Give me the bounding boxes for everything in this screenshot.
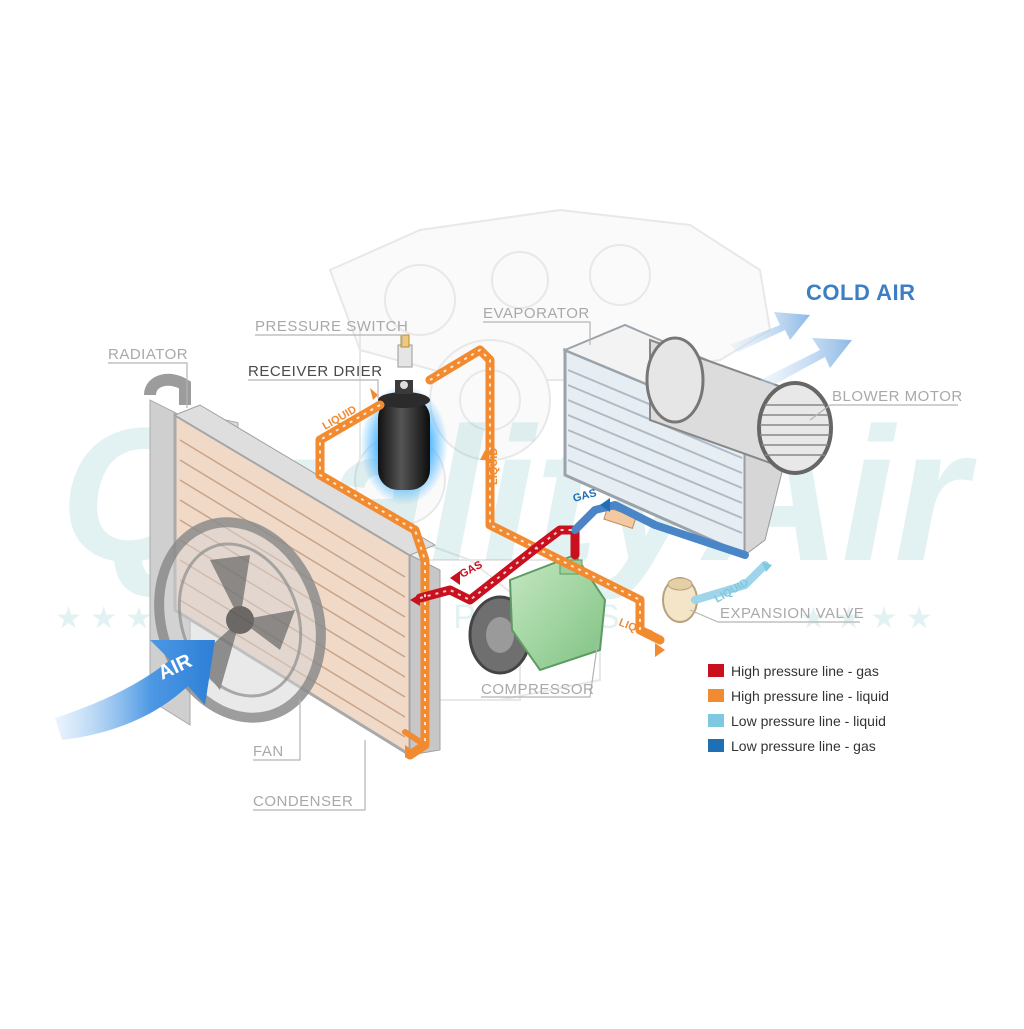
- label-cold-air: COLD AIR: [806, 280, 916, 305]
- pressure-switch: [397, 334, 413, 368]
- compressor: [468, 553, 607, 675]
- flow-tag-gas-evaporator: GAS: [572, 487, 598, 505]
- flow-dashes: [319, 348, 641, 745]
- label-compressor: COMPRESSOR: [481, 681, 595, 698]
- legend-swatch: [708, 714, 724, 727]
- legend-label: Low pressure line - liquid: [731, 712, 886, 729]
- legend-label: Low pressure line - gas: [731, 737, 876, 754]
- legend-item-high-liquid: High pressure line - liquid: [708, 683, 889, 708]
- cold-air-arrows: [730, 312, 852, 388]
- flow-arrows: [370, 388, 772, 758]
- label-receiver-drier: RECEIVER DRIER: [248, 363, 383, 380]
- legend-item-high-gas: High pressure line - gas: [708, 658, 889, 683]
- label-fan: FAN: [253, 743, 284, 760]
- line-low-gas: [571, 501, 749, 559]
- label-pressure-switch: PRESSURE SWITCH: [255, 318, 409, 335]
- legend-label: High pressure line - liquid: [731, 687, 889, 704]
- expansion-valve: [603, 507, 698, 623]
- legend-swatch: [708, 689, 724, 702]
- flow-tag-liquid-vertical: LIQUID: [488, 448, 500, 485]
- label-evaporator: EVAPORATOR: [483, 305, 590, 322]
- watermark-stars-right: ★ ★ ★ ★: [800, 602, 933, 635]
- line-condenser-bottom: [402, 729, 428, 755]
- legend-swatch: [708, 664, 724, 677]
- blower-motor: [645, 336, 833, 475]
- label-blower-motor: BLOWER MOTOR: [832, 388, 963, 405]
- legend-label: High pressure line - gas: [731, 662, 879, 679]
- legend-item-low-liquid: Low pressure line - liquid: [708, 708, 889, 733]
- receiver-drier: [360, 380, 448, 505]
- legend-item-low-gas: Low pressure line - gas: [708, 733, 889, 758]
- leader-lines: [108, 321, 958, 811]
- legend: High pressure line - gas High pressure l…: [708, 658, 889, 758]
- line-low-liquid: [691, 561, 769, 604]
- label-expansion-valve: EXPANSION VALVE: [720, 605, 865, 622]
- legend-swatch: [708, 739, 724, 752]
- label-radiator: RADIATOR: [108, 346, 189, 363]
- label-condenser: CONDENSER: [253, 793, 354, 810]
